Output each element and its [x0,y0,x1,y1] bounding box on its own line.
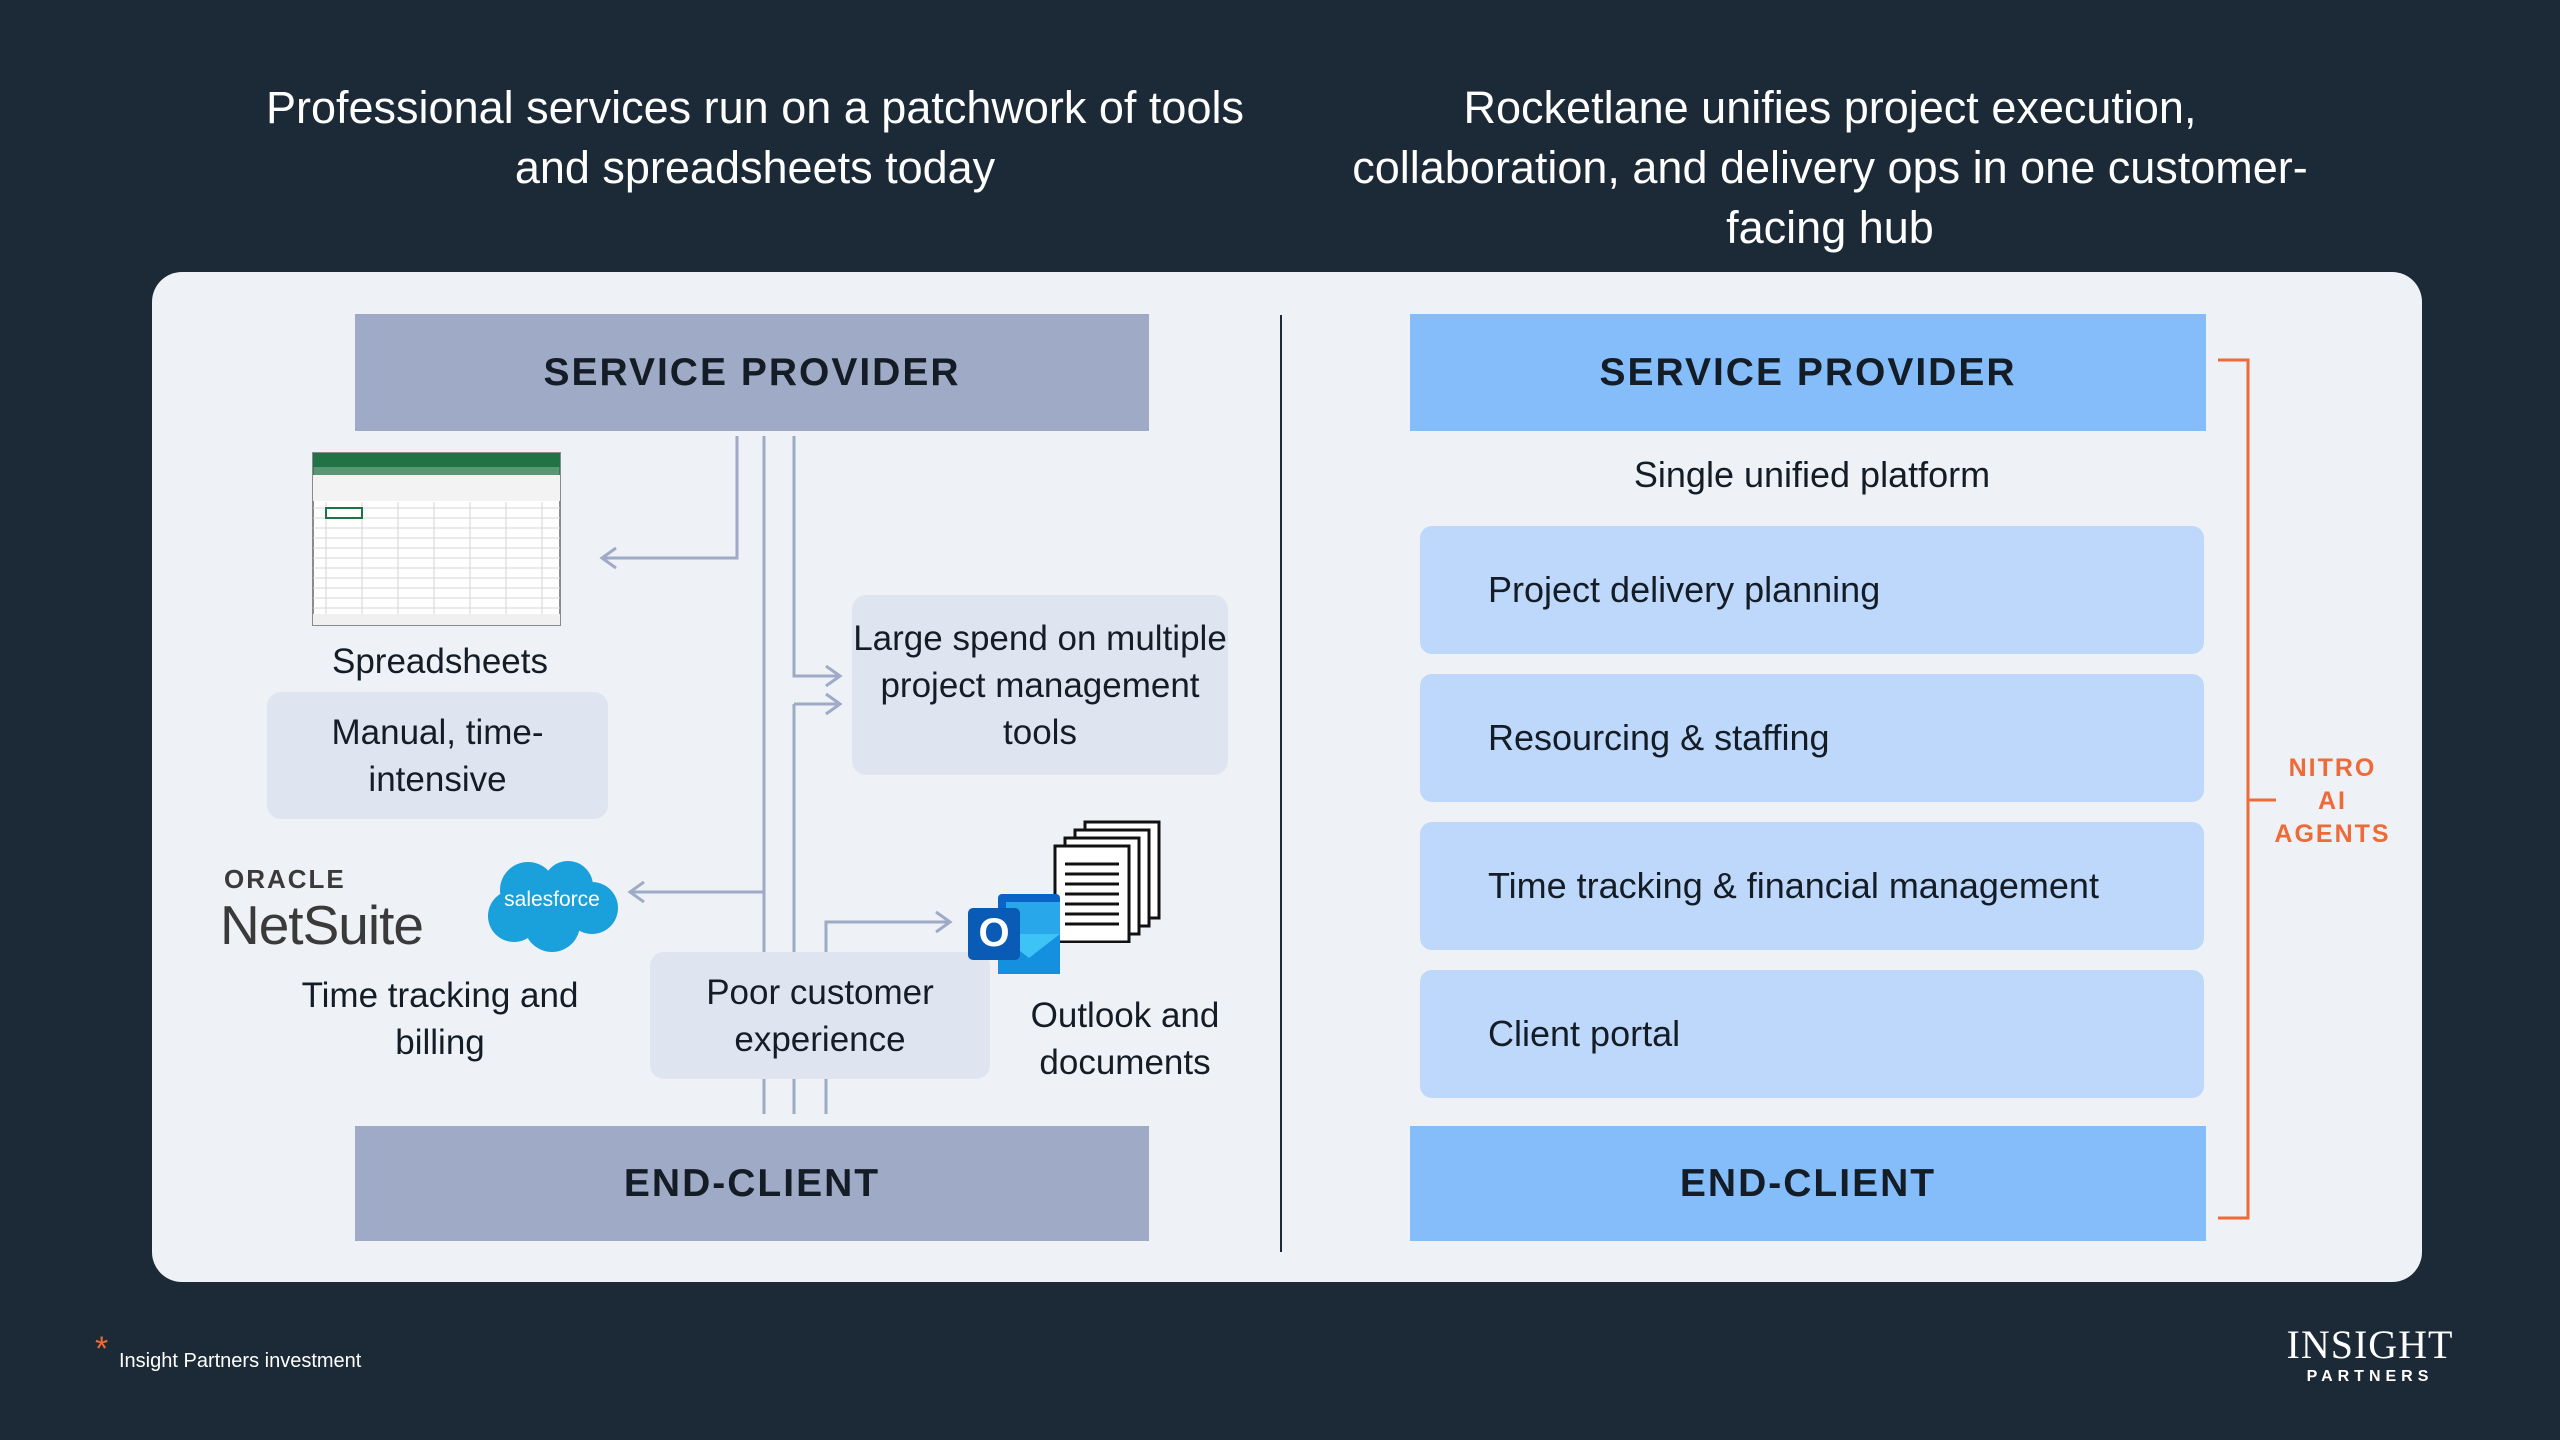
time-tracking-label: Time tracking and billing [301,976,579,1062]
panel-divider [1280,315,1282,1252]
nitro-line-1: NITRO [2288,754,2377,782]
outlook-icon: O [966,888,1070,980]
left-end-client-bar: END-CLIENT [355,1126,1149,1241]
feature-project-delivery-planning: Project delivery planning [1420,526,2204,654]
documents-icon [1053,820,1161,943]
insight-partners-logo: INSIGHT PARTNERS [2260,1322,2480,1386]
salesforce-cloud-icon [488,861,618,952]
outlook-label: Outlook and documents [1030,996,1220,1082]
asterisk-icon: * [95,1330,109,1368]
salesforce-logo: salesforce [484,858,620,954]
partners-logo-text: PARTNERS [2306,1368,2434,1385]
nitro-line-2: AI [2318,787,2347,815]
oracle-logo-text: ORACLE [224,864,346,894]
outlook-letter: O [978,911,1010,955]
netsuite-logo-text: NetSuite [220,894,424,956]
right-headline: Rocketlane unifies project execution, co… [1352,82,2308,253]
right-service-provider-bar: SERVICE PROVIDER [1410,314,2206,431]
feature-time-tracking-financial: Time tracking & financial management [1420,822,2204,950]
nitro-line-3: AGENTS [2274,820,2391,848]
salesforce-text: salesforce [504,888,600,911]
nitro-ai-agents-label: NITRO AI AGENTS [2250,752,2415,851]
right-end-client-bar: END-CLIENT [1410,1126,2206,1241]
manual-callout: Manual, time-intensive [267,692,608,819]
left-service-provider-bar: SERVICE PROVIDER [355,314,1149,431]
spreadsheets-label: Spreadsheets [332,642,548,681]
feature-client-portal: Client portal [1420,970,2204,1098]
footnote-text: Insight Partners investment [119,1350,362,1372]
left-headline: Professional services run on a patchwork… [266,82,1244,193]
insight-logo-text: INSIGHT [2286,1322,2454,1367]
spreadsheet-icon [312,452,561,626]
large-spend-callout: Large spend on multiple project manageme… [852,595,1228,775]
unified-platform-label: Single unified platform [1633,454,1991,495]
outlook-envelope-icon [968,894,1060,974]
poor-experience-callout: Poor customer experience [650,952,990,1079]
feature-resourcing-staffing: Resourcing & staffing [1420,674,2204,802]
